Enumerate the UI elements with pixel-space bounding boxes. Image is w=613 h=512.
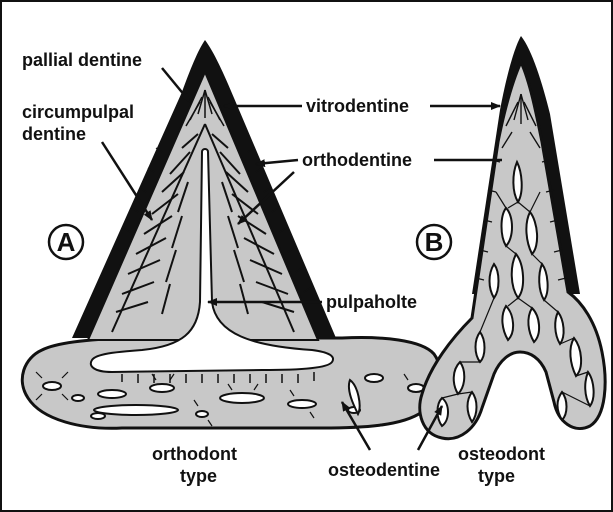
label-orthodont-type-line2: type — [180, 466, 217, 486]
label-osteodont-type-line2: type — [478, 466, 515, 486]
label-pulpaholte: pulpaholte — [326, 292, 417, 312]
badge-b-text: B — [425, 227, 444, 257]
badge-a-text: A — [57, 227, 76, 257]
badge-a: A — [49, 225, 83, 259]
label-orthodont-type-line1: orthodont — [152, 444, 237, 464]
label-orthodentine: orthodentine — [302, 150, 412, 170]
label-osteodentine: osteodentine — [328, 460, 440, 480]
label-circumpulpal-line2: dentine — [22, 124, 86, 144]
label-pallial-dentine: pallial dentine — [22, 50, 142, 70]
orthodentine-leader-left — [256, 160, 298, 164]
label-circumpulpal-line1: circumpulpal — [22, 102, 134, 122]
badge-b: B — [417, 225, 451, 259]
label-vitrodentine: vitrodentine — [306, 96, 409, 116]
label-osteodont-type-line1: osteodont — [458, 444, 545, 464]
